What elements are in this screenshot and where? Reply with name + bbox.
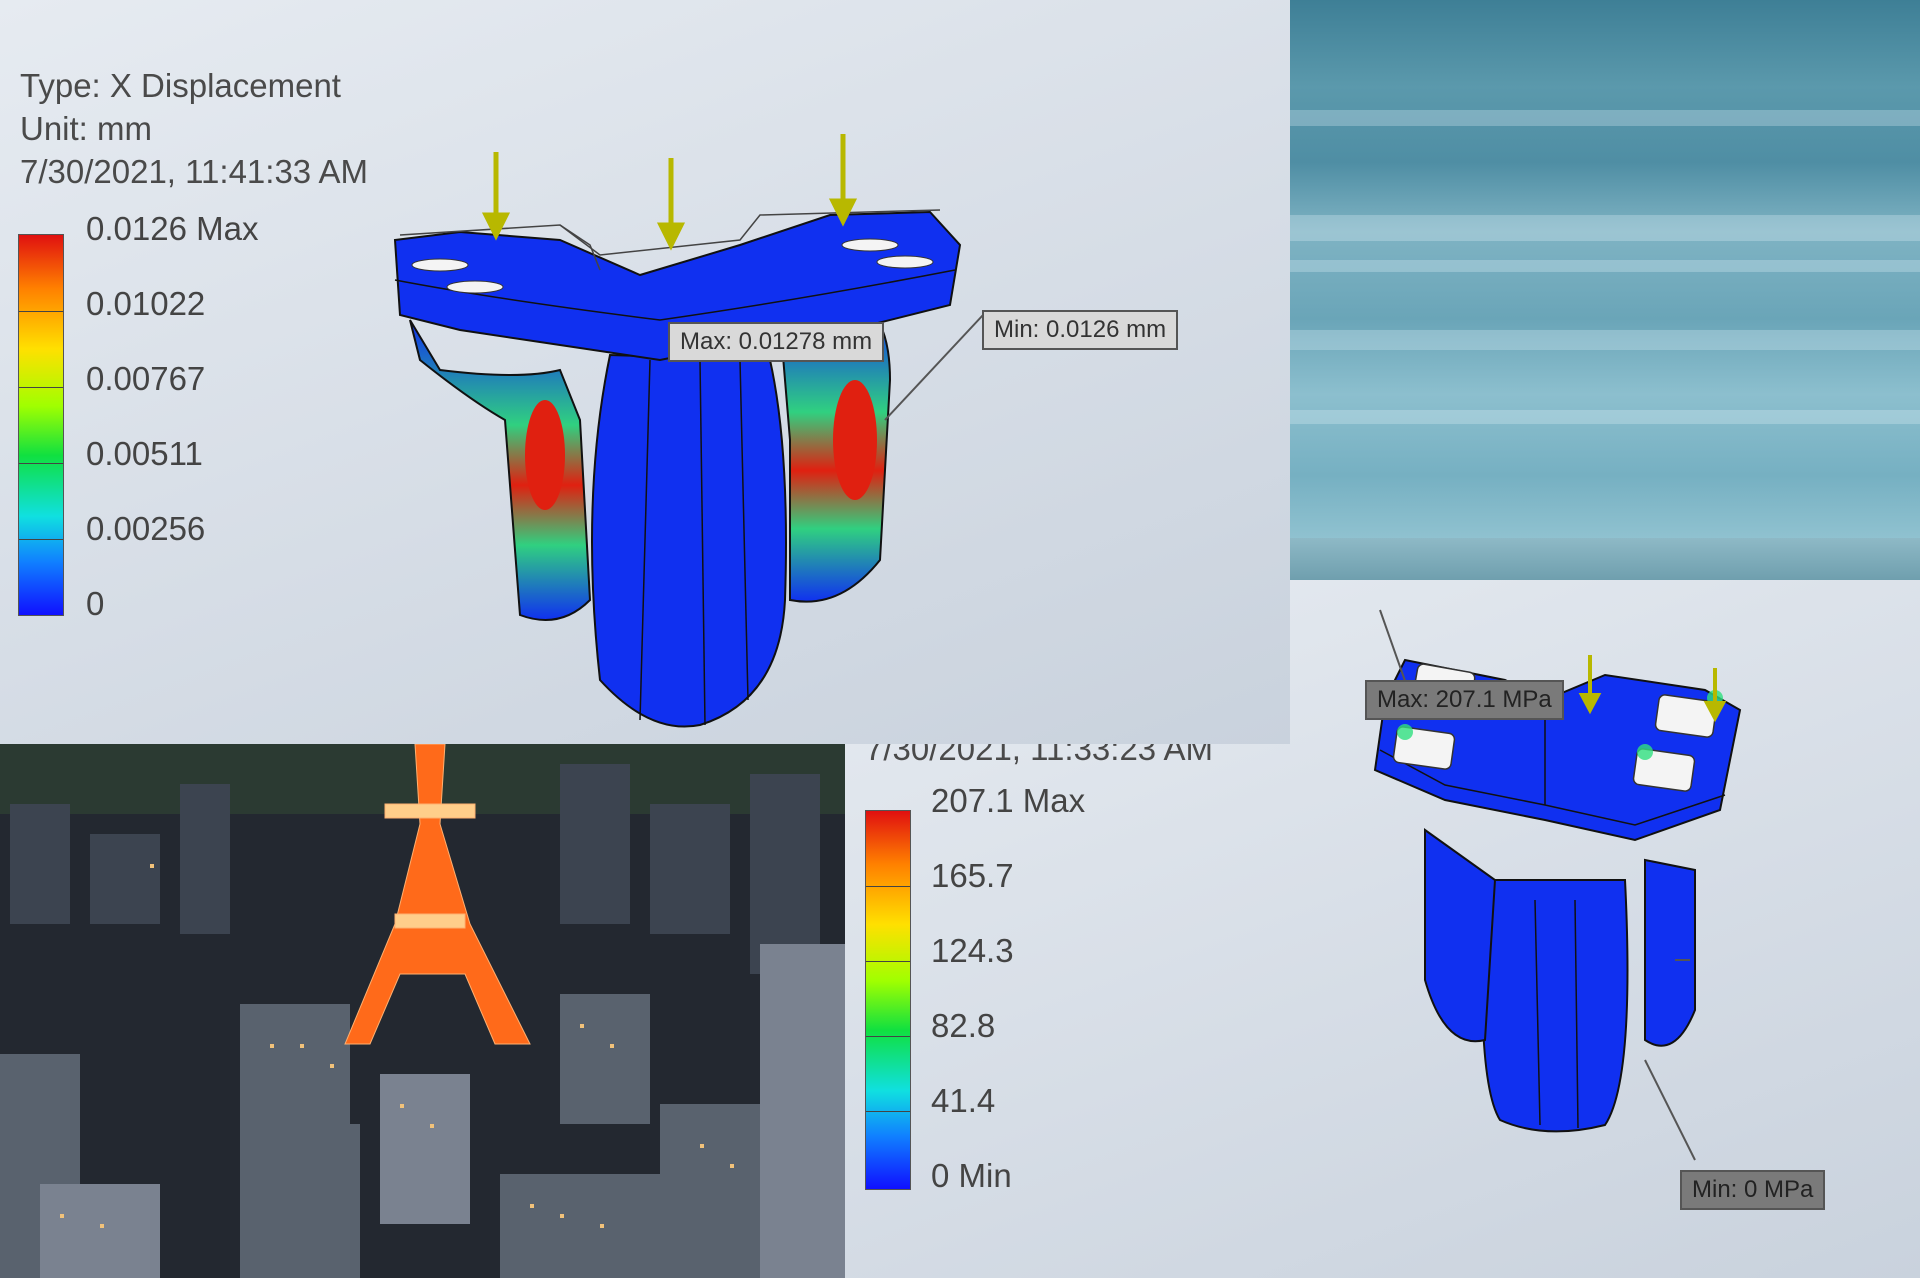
cloud-streak — [1290, 110, 1920, 126]
legend-label: 0 — [86, 585, 105, 622]
horizon-sea — [1290, 538, 1920, 580]
legend-label: 41.4 — [931, 1082, 996, 1119]
displacement-legend-labels: 0.0126 Max 0.01022 0.00767 0.00511 0.002… — [86, 208, 258, 658]
result-type: Type: X Displacement — [20, 67, 341, 104]
legend-label: 124.3 — [931, 932, 1014, 969]
stress-max-callout: Max: 207.1 MPa — [1365, 680, 1564, 720]
legend-label: 207.1 Max — [931, 782, 1086, 819]
legend-label: 165.7 — [931, 857, 1014, 894]
legend-label: 82.8 — [931, 1007, 996, 1044]
city-skyline — [0, 744, 845, 1278]
result-timestamp: 7/30/2021, 11:41:33 AM — [20, 153, 368, 190]
stress-legend-labels: 207.1 Max 165.7 124.3 82.8 41.4 0 Min — [931, 780, 1085, 1230]
displacement-max-callout: Max: 0.01278 mm — [668, 322, 885, 362]
legend-label: 0.01022 — [86, 285, 206, 322]
city-photo-panel — [0, 744, 845, 1278]
cloud-streak — [1290, 260, 1920, 272]
stress-min-callout: Min: 0 MPa — [1680, 1170, 1826, 1210]
displacement-model-view — [393, 134, 984, 728]
stress-color-legend — [865, 810, 911, 1190]
legend-label: 0 Min — [931, 1157, 1012, 1194]
legend-label: 0.0126 Max — [86, 210, 259, 247]
legend-label: 0.00767 — [86, 360, 206, 397]
cloud-streak — [1290, 215, 1920, 241]
cloud-streak — [1290, 410, 1920, 424]
legend-label: 0.00511 — [86, 435, 203, 472]
displacement-min-callout: Min: 0.0126 mm — [982, 310, 1179, 350]
stress-result-panel: 7/30/2021, 11:33:23 AM 207.1 Max 165.7 1… — [845, 580, 1920, 1278]
result-unit: Unit: mm — [20, 110, 152, 147]
displacement-result-panel: Type: X Displacement Unit: mm 7/30/2021,… — [0, 0, 1290, 744]
tower — [344, 744, 531, 1045]
legend-label: 0.00256 — [86, 510, 206, 547]
result-info: Type: X Displacement Unit: mm 7/30/2021,… — [20, 64, 368, 193]
displacement-color-legend — [18, 234, 64, 616]
sky-photo-panel — [1290, 0, 1920, 580]
cloud-streak — [1290, 330, 1920, 350]
